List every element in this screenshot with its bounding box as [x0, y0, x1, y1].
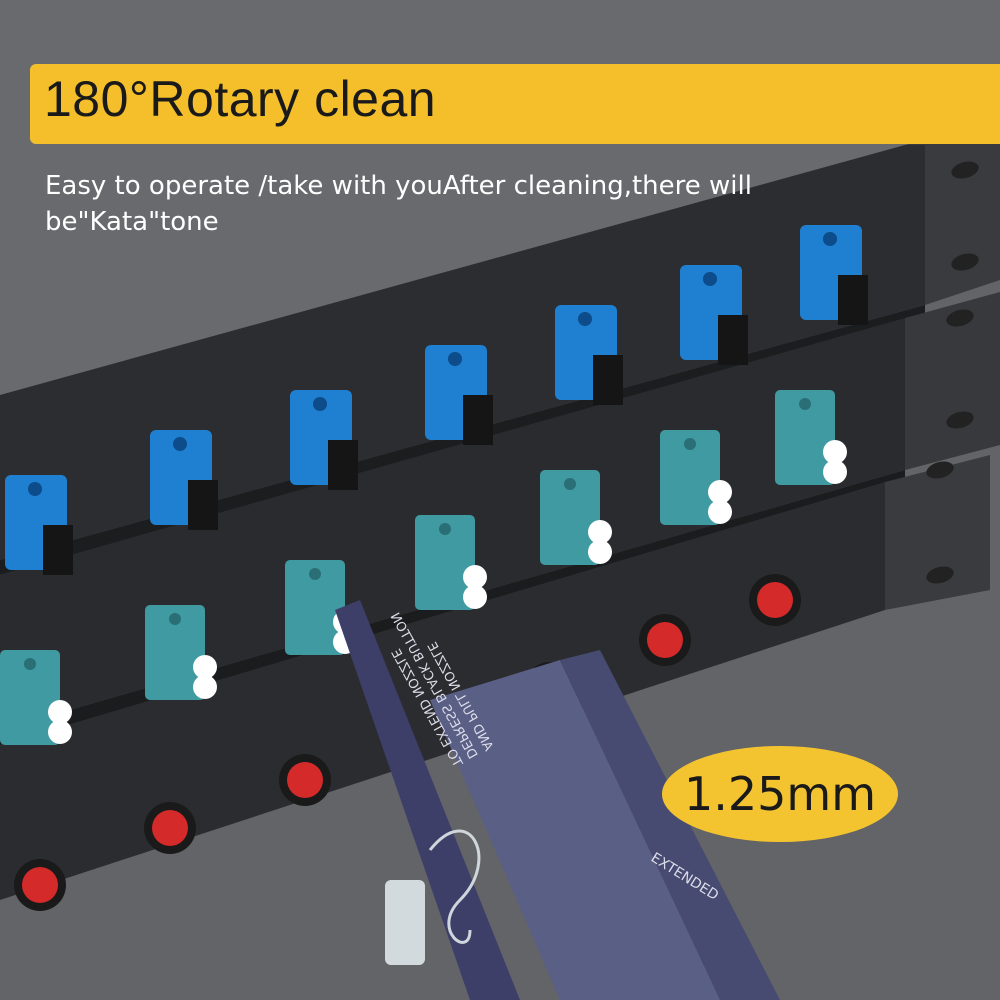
- lc-adapter-row: [0, 390, 847, 745]
- spare-tip: [385, 829, 481, 965]
- feature-description: Easy to operate /take with youAfter clea…: [45, 171, 752, 237]
- headline-title: 180°Rotary clean: [44, 71, 437, 127]
- headline-banner: 180°Rotary clean: [30, 64, 1000, 144]
- sc-adapter-row: [5, 225, 868, 575]
- size-badge: 1.25mm: [662, 746, 898, 842]
- rack-panel-bottom: [0, 455, 990, 900]
- size-badge-label: 1.25mm: [683, 767, 877, 821]
